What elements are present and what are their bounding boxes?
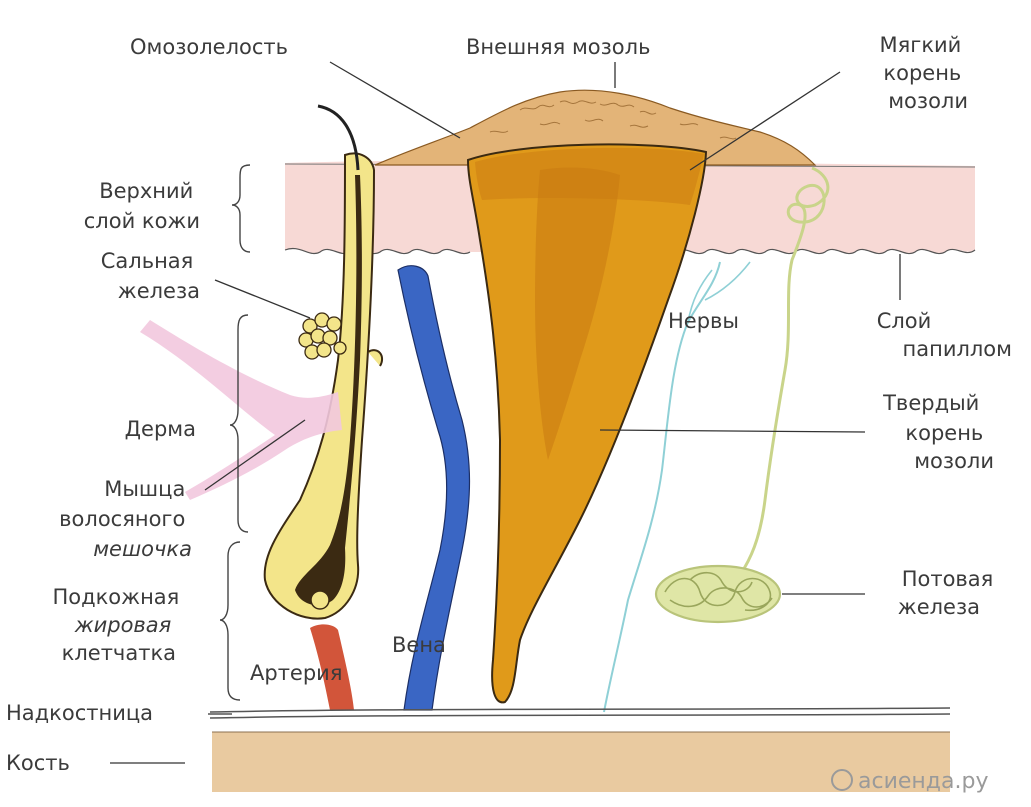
- label-hair-muscle-line-3: мешочка: [93, 537, 192, 561]
- nerve-branch-left: [687, 269, 713, 323]
- bone: [212, 732, 950, 792]
- label-periosteum: Надкостница: [6, 701, 153, 725]
- soft-root: [475, 147, 704, 205]
- label-external-callus: Внешняя мозоль: [466, 35, 650, 59]
- artery: [310, 624, 354, 710]
- hair-bulb-papilla: [310, 590, 330, 610]
- label-upper-skin-line-1: Верхний: [99, 179, 193, 203]
- label-upper-skin: Верхний слой кожи: [84, 179, 200, 233]
- label-subcutaneous-fat-line-3: клетчатка: [62, 641, 176, 665]
- sweat-gland: [654, 564, 782, 624]
- hair-shaft: [295, 175, 362, 606]
- follicle-hook: [367, 349, 384, 367]
- label-subcutaneous-fat-line-1: Подкожная: [52, 585, 179, 609]
- label-hair-muscle-line-2: волосяного: [59, 507, 185, 531]
- label-sebaceous-gland-line-1: Сальная: [101, 249, 194, 273]
- label-subcutaneous-fat: Подкожная жировая клетчатка: [52, 585, 186, 665]
- label-hard-root-line-1: Твердый: [882, 391, 979, 415]
- watermark-text: асиенда.ру: [858, 769, 988, 794]
- leader-soft-root: [689, 71, 841, 171]
- callus-core: [466, 143, 708, 704]
- label-sweat-gland-line-2: железа: [898, 595, 980, 619]
- nerve-fiber: [603, 261, 721, 713]
- label-sweat-gland-line-1: Потовая: [902, 567, 994, 591]
- label-hard-root: Твердый корень мозоли: [882, 391, 994, 473]
- label-callus-hardening: Омозолелость: [130, 35, 288, 59]
- label-subcutaneous-fat-line-2: жировая: [74, 613, 172, 637]
- label-bone: Кость: [6, 751, 70, 775]
- external-callus-texture: [489, 100, 737, 140]
- sebaceous-gland: [298, 312, 347, 360]
- brace-dermis: [229, 314, 249, 533]
- brace-subcutaneous: [219, 541, 241, 701]
- label-dermis: Дерма: [125, 417, 196, 441]
- brace-upper-skin: [231, 164, 251, 253]
- label-upper-skin-line-2: слой кожи: [84, 209, 200, 233]
- label-soft-root-line-2: корень: [883, 61, 961, 85]
- sweat-gland-coils: [664, 571, 773, 612]
- label-soft-root-line-1: Мягкий: [880, 33, 962, 57]
- nerve-branch-right: [704, 261, 751, 301]
- label-nerves: Нервы: [668, 309, 739, 333]
- callus-core-shading: [535, 167, 620, 460]
- watermark-logo-icon: [831, 769, 853, 791]
- label-hair-muscle: Мышца волосяного мешочка: [59, 477, 192, 561]
- label-papillary-layer-line-2: папиллом: [902, 337, 1012, 361]
- papillary-border-line: [284, 248, 976, 255]
- label-sebaceous-gland-line-2: железа: [118, 279, 200, 303]
- leader-hair-muscle: [204, 419, 306, 491]
- leader-sebaceous: [214, 279, 311, 319]
- label-sweat-gland: Потовая железа: [898, 567, 1000, 619]
- label-papillary-layer: Слой папиллом: [877, 309, 1012, 361]
- label-hard-root-line-3: мозоли: [914, 449, 994, 473]
- periosteum: [209, 707, 951, 719]
- label-vein: Вена: [392, 633, 446, 657]
- label-soft-root: Мягкий корень мозоли: [880, 33, 968, 113]
- label-hair-muscle-line-1: Мышца: [104, 477, 185, 501]
- label-papillary-layer-line-1: Слой: [877, 309, 932, 333]
- label-hard-root-line-2: корень: [905, 421, 983, 445]
- sweat-duct: [738, 166, 830, 576]
- external-callus-shape: [374, 89, 817, 166]
- hair-muscle: [140, 320, 342, 500]
- leader-callus-hardening: [329, 61, 461, 139]
- leader-hard-root: [599, 429, 866, 433]
- vein: [397, 265, 471, 711]
- hair-strand: [317, 104, 360, 171]
- label-soft-root-line-3: мозоли: [888, 89, 968, 113]
- label-sebaceous-gland: Сальная железа: [101, 249, 200, 303]
- label-artery: Артерия: [250, 661, 342, 685]
